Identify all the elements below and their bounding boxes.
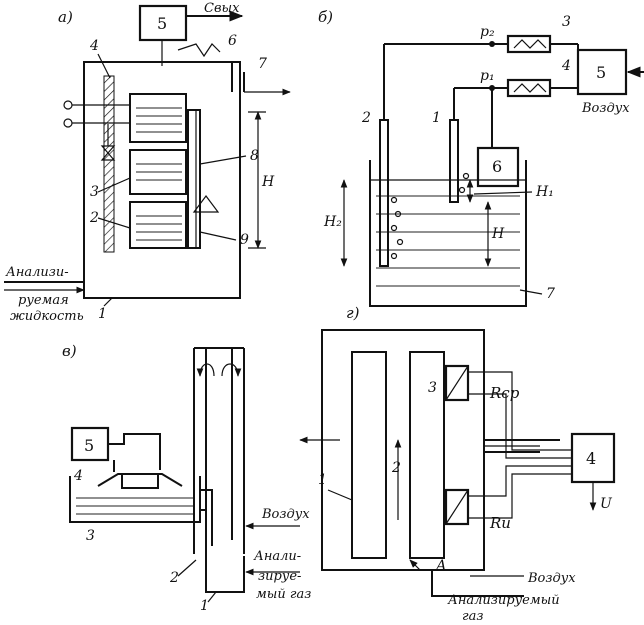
panel-b-part-1: 1 [432, 110, 441, 126]
panel-g-part-2: 2 [391, 460, 401, 476]
panel-v-air: Воздух [261, 507, 310, 522]
panel-g-u: U [600, 496, 613, 512]
panel-b-part-3: 3 [562, 14, 571, 30]
panel-g-label: г) [346, 304, 360, 322]
panel-b-part-4: 4 [561, 58, 571, 74]
panel-b-liquid [376, 195, 520, 287]
panel-b: б) p₂ p₁ 3 4 5 Воздух 6 [318, 8, 644, 307]
panel-v-liquid [76, 497, 194, 515]
panel-v-label: в) [62, 342, 77, 360]
panel-a-height-label: Н [261, 174, 275, 190]
panel-g-air: Воздух [527, 571, 576, 586]
panel-b-p1: p₁ [480, 68, 495, 84]
panel-v-gas-3: мый газ [256, 587, 311, 602]
panel-b-air: Воздух [581, 101, 630, 116]
panel-g-gas-2: газ [462, 609, 483, 624]
panel-b-h1: Н₁ [535, 184, 554, 200]
panel-g-part-3: 3 [428, 380, 437, 396]
panel-b-h: Н [491, 226, 505, 242]
panel-a-output-label: Свых [204, 1, 240, 16]
panel-b-part-2: 2 [361, 110, 371, 126]
panel-a-block-5-num: 5 [157, 14, 167, 33]
panel-a-part-7: 7 [258, 56, 267, 72]
panel-v-gas-2: зируе- [258, 569, 301, 584]
panel-b-h2: Н₂ [323, 214, 342, 230]
panel-a-inlet-3: жидкость [10, 309, 84, 324]
panel-b-block-6: 6 [492, 157, 502, 176]
panel-v-part-1: 1 [200, 598, 209, 614]
panel-a-part-4: 4 [89, 38, 99, 54]
panel-b-label: б) [318, 8, 333, 26]
panel-v-gas-1: Анали- [253, 549, 301, 564]
panel-a-electrode-hatch [103, 75, 115, 253]
panel-a: а) 5 Свых 6 7 4 [4, 1, 291, 324]
panel-v-part-2: 2 [169, 570, 179, 586]
panel-a-cells [129, 93, 187, 249]
panel-b-p2: p₂ [480, 24, 495, 40]
panel-a-inlet-1: Анализи- [5, 265, 69, 280]
panel-g-part-1: 1 [318, 472, 327, 488]
panel-a-label: а) [58, 8, 73, 26]
panel-g-gas-1: Анализируемый [447, 593, 560, 608]
panel-a-part-1: 1 [98, 306, 107, 322]
panel-b-block-5: 5 [596, 63, 606, 82]
panel-v: в) 5 4 3 Воздух Анали- зируе- мый газ [62, 342, 311, 614]
panel-a-block-5 [138, 4, 188, 42]
panel-g-block-4: 4 [586, 449, 596, 468]
panel-g-r-ref: Rср [489, 384, 520, 402]
panel-a-housing [83, 61, 241, 299]
panel-a-part-3: 3 [90, 184, 99, 200]
panel-v-part-3: 3 [86, 528, 95, 544]
panel-v-block-5: 5 [84, 436, 94, 455]
panel-g-r-meas: Rи [489, 514, 511, 532]
panel-v-part-4: 4 [73, 468, 83, 484]
panel-g: г) 1 2 3 Rср Rи 4 U А Воздух А [299, 304, 616, 624]
panel-a-part-2: 2 [89, 210, 99, 226]
panel-g-a: А [435, 558, 447, 574]
panel-b-bubbles [390, 172, 470, 260]
panel-a-part-9: 9 [240, 232, 249, 248]
panel-b-part-7: 7 [546, 286, 555, 302]
panel-a-inlet-2: руемая [18, 293, 69, 308]
panel-a-part-8: 8 [250, 148, 259, 164]
panel-a-part-6: 6 [228, 33, 237, 49]
